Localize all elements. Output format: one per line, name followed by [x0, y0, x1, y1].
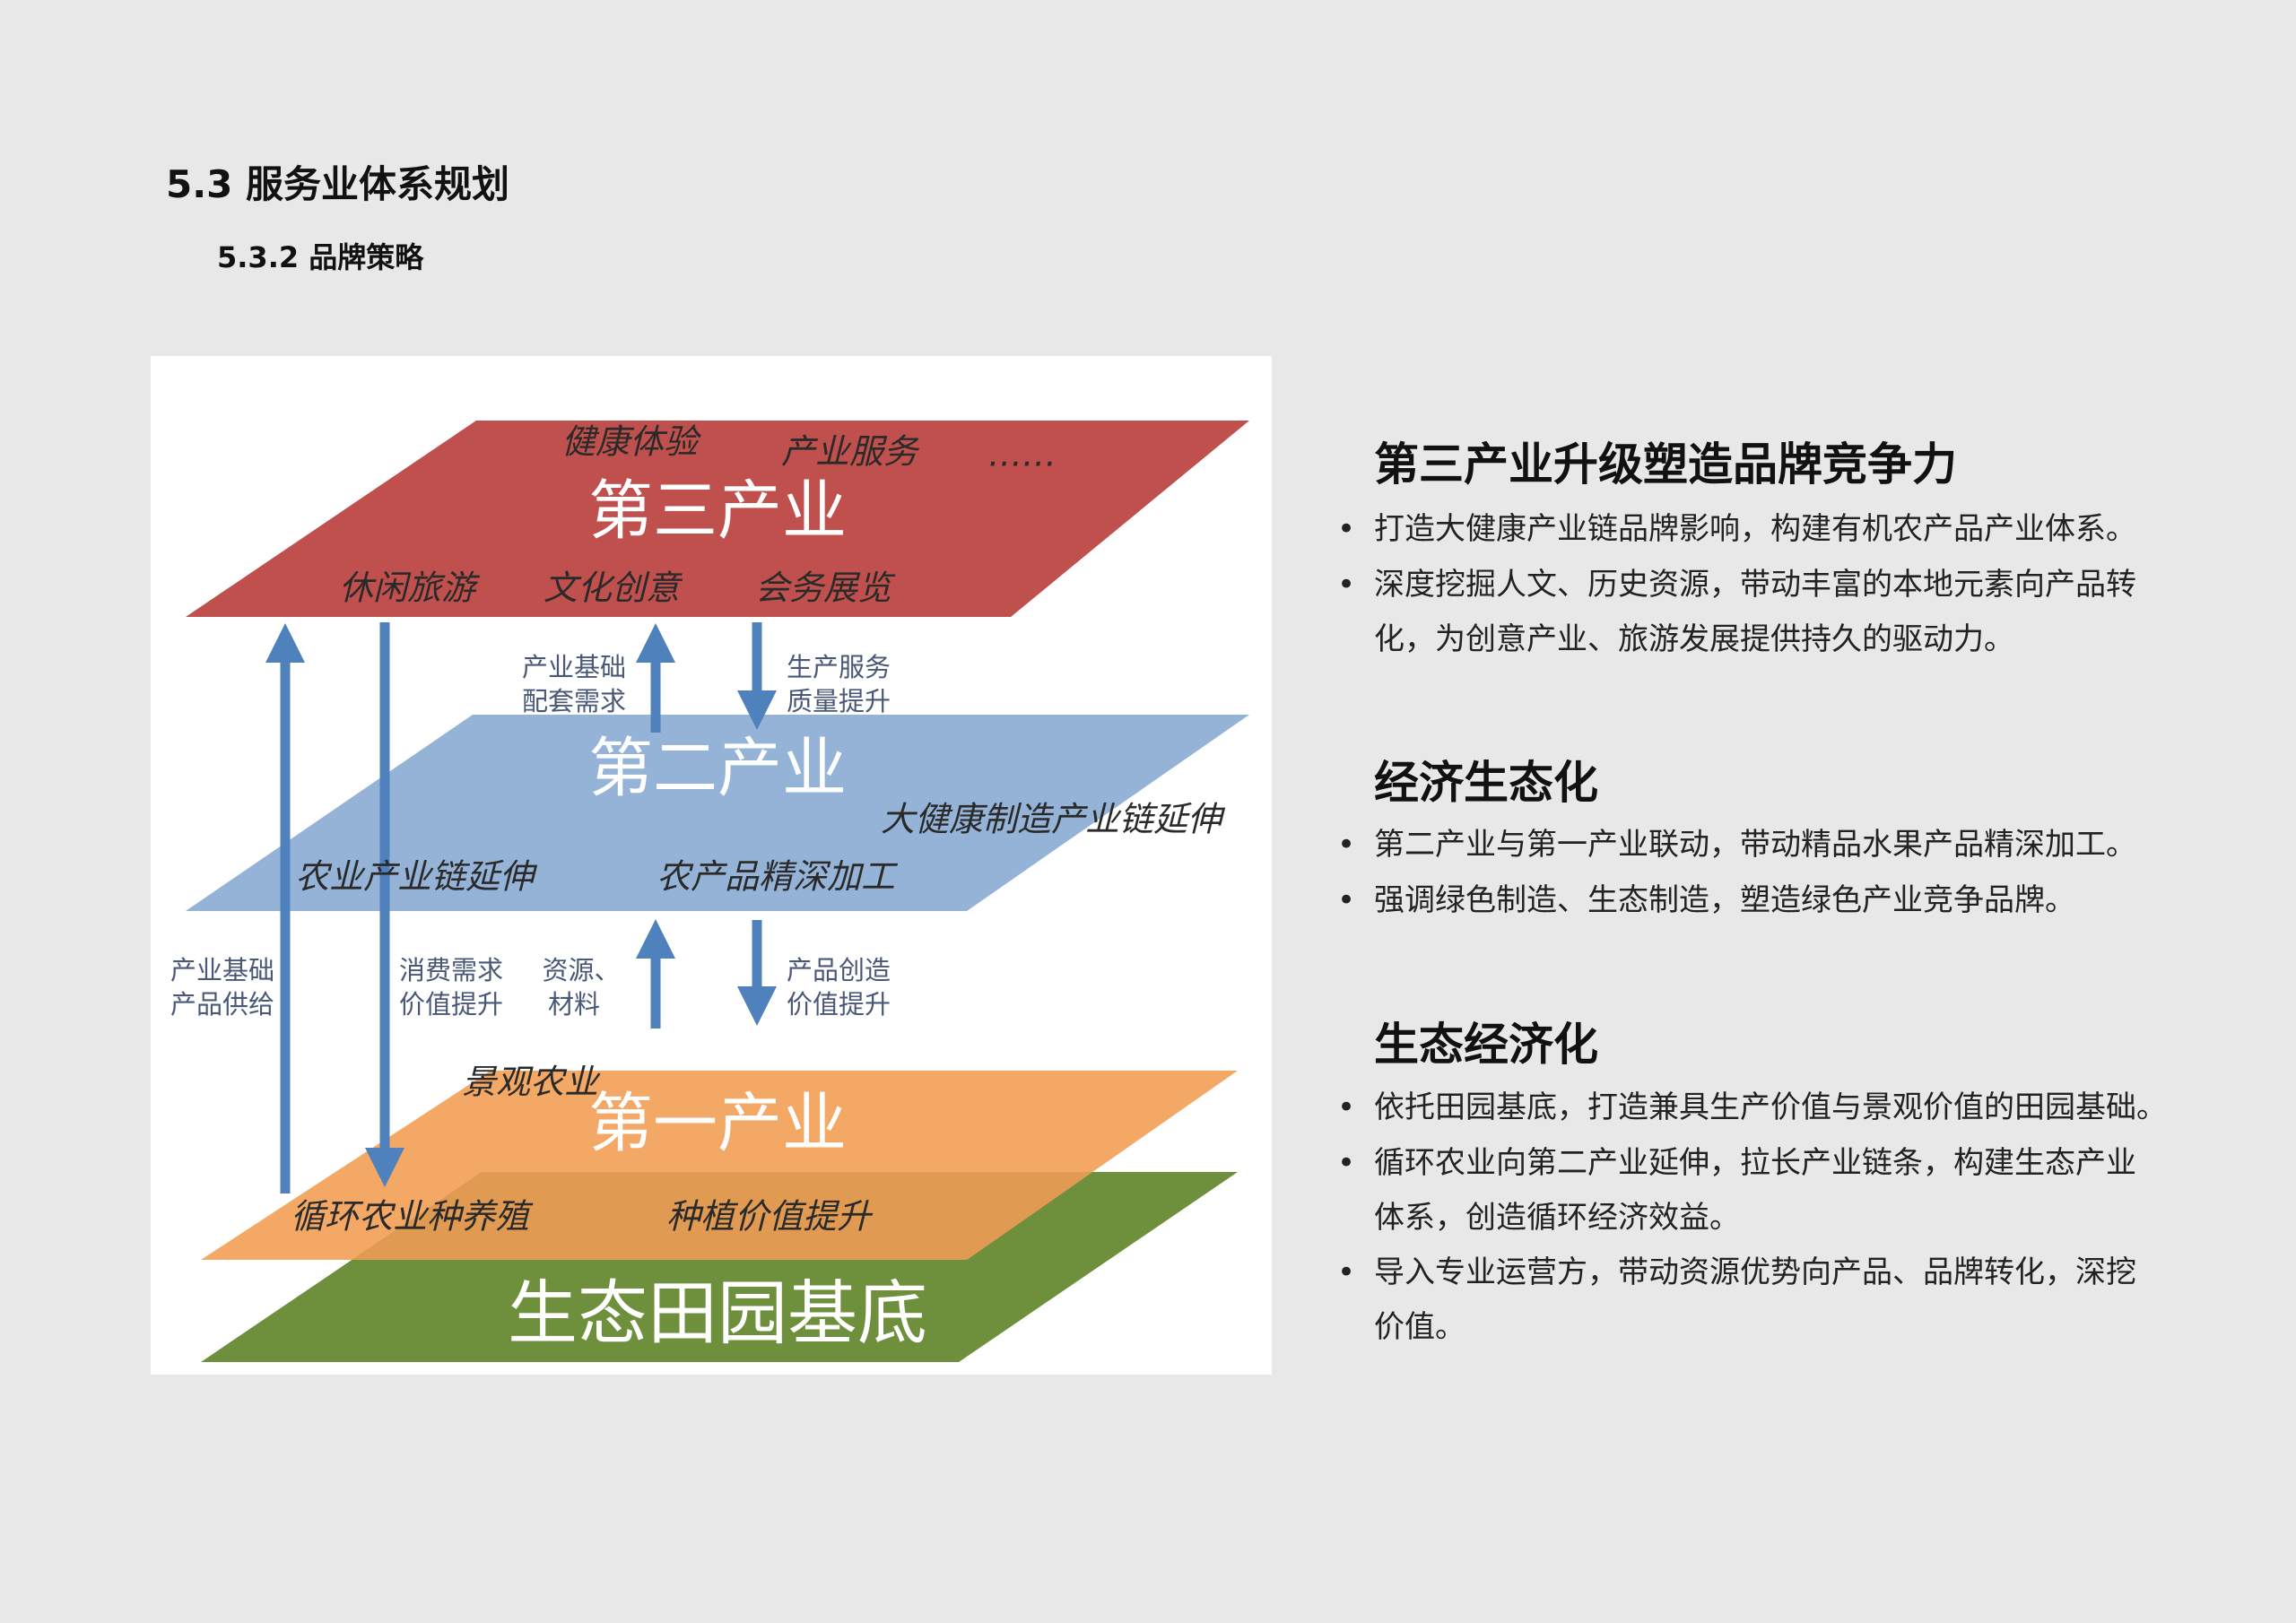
section-title: 第三产业升级塑造品牌竞争力: [1374, 438, 1957, 490]
bullet-icon: •: [1337, 511, 1356, 547]
flow-label: 配套需求: [522, 686, 626, 716]
bullet-icon: •: [1337, 827, 1356, 863]
primary-item: 循环农业种养殖: [291, 1197, 534, 1237]
flow-label: 产品供给: [170, 989, 274, 1020]
flow-label: 消费需求: [399, 955, 503, 985]
bullet-text: 导入专业运营方，带动资源优势向产品、品牌转化，深挖: [1374, 1254, 2136, 1290]
tertiary-item: 文化创意: [544, 568, 683, 608]
flow-label: 产业基础: [522, 652, 626, 682]
flow-label: 质量提升: [787, 686, 891, 716]
bullet-icon: •: [1337, 882, 1356, 918]
flow-label: 价值提升: [399, 989, 503, 1020]
bullet-icon: •: [1337, 1254, 1356, 1290]
secondary-layer-plane: [186, 715, 1249, 911]
bullet-text: 体系，创造循环经济效益。: [1374, 1200, 1740, 1236]
tertiary-item: 休闲旅游: [339, 568, 481, 608]
bullet-text: 深度挖掘人文、历史资源，带动丰富的本地元素向产品转: [1374, 567, 2136, 603]
industry-layers-diagram: 健康体验 产业服务 …… 休闲旅游 文化创意 会务展览 大健康制造产业链延伸 农…: [151, 356, 1272, 1375]
flow-label: 材料: [548, 989, 600, 1020]
section-title: 经济生态化: [1374, 757, 1598, 809]
tertiary-title: 第三产业: [588, 473, 847, 549]
tertiary-item: 会务展览: [755, 568, 896, 608]
subsection-heading: 5.3.2 品牌策略: [217, 240, 424, 274]
flow-label: 产业基础: [170, 955, 274, 985]
bullet-text: 强调绿色制造、生态制造，塑造绿色产业竞争品牌。: [1374, 882, 2075, 918]
flow-label: 价值提升: [787, 989, 891, 1020]
bullet-icon: •: [1337, 567, 1356, 603]
bullet-text: 打造大健康产业链品牌影响，构建有机农产品产业体系。: [1374, 511, 2136, 547]
flow-label: 生产服务: [787, 652, 891, 682]
primary-overlap-plane: [352, 1172, 1092, 1260]
bullet-icon: •: [1337, 1145, 1356, 1181]
flow-label: 产品创造: [787, 955, 891, 985]
section-heading: 5.3 服务业体系规划: [166, 162, 510, 206]
tertiary-layer-plane: [186, 421, 1249, 617]
flow-label: 资源、: [542, 955, 620, 985]
bullet-text: 依托田园基底，打造兼具生产价值与景观价值的田园基础。: [1374, 1089, 2167, 1125]
primary-item: 景观农业: [462, 1063, 601, 1102]
primary-item: 种植价值提升: [666, 1197, 874, 1237]
secondary-item: 大健康制造产业链延伸: [881, 800, 1226, 839]
bullet-text: 第二产业与第一产业联动，带动精品水果产品精深加工。: [1374, 827, 2136, 863]
section-title: 生态经济化: [1374, 1019, 1598, 1071]
bullet-text: 价值。: [1374, 1309, 1465, 1345]
secondary-item: 农产品精深加工: [657, 857, 899, 897]
secondary-title: 第二产业: [588, 731, 847, 806]
base-title: 生态田园基底: [508, 1273, 927, 1354]
bullet-text: 循环农业向第二产业延伸，拉长产业链条，构建生态产业: [1374, 1145, 2136, 1181]
primary-title: 第一产业: [588, 1086, 847, 1161]
tertiary-item: ……: [988, 435, 1057, 474]
bullet-text: 化，为创意产业、旅游发展提供持久的驱动力。: [1374, 621, 2014, 657]
tertiary-item: 健康体验: [561, 422, 701, 462]
secondary-item: 农业产业链延伸: [295, 857, 538, 897]
bullet-icon: •: [1337, 1089, 1356, 1125]
tertiary-item: 产业服务: [781, 432, 920, 472]
